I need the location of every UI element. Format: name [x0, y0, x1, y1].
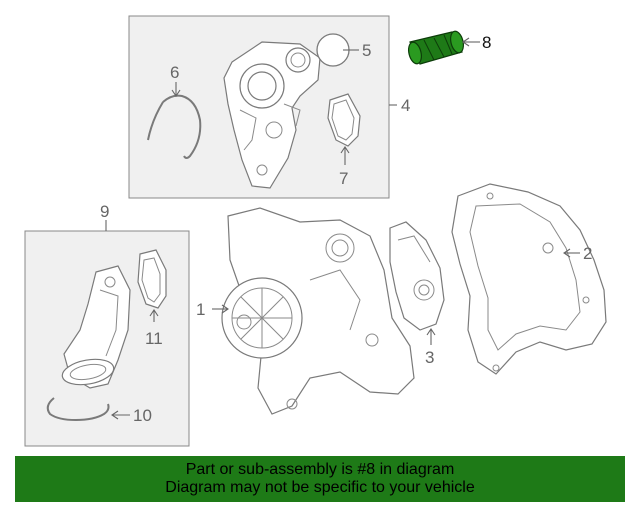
- callout-1: 1: [196, 300, 205, 319]
- callout-3: 3: [425, 348, 434, 367]
- callout-5: 5: [362, 41, 371, 60]
- callout-10: 10: [133, 406, 152, 425]
- cover-gasket-2-drawing: [451, 183, 607, 375]
- thermostat-housing-drawing: [223, 41, 321, 189]
- gasket-11-drawing: [137, 249, 167, 309]
- seal-10-drawing: [46, 397, 110, 422]
- callout-6: 6: [170, 63, 179, 82]
- banner-line-2: Diagram may not be specific to your vehi…: [165, 479, 475, 496]
- hose-8-drawing: [407, 30, 465, 65]
- outlet-housing-drawing: [61, 265, 131, 389]
- callout-8: 8: [482, 33, 491, 52]
- gasket-7-drawing: [327, 93, 361, 147]
- callout-7: 7: [339, 169, 348, 188]
- callout-11: 11: [145, 329, 163, 348]
- info-banner: Part or sub-assembly is #8 in diagram Di…: [15, 456, 625, 502]
- callout-4: 4: [401, 96, 410, 115]
- callout-2: 2: [583, 244, 592, 263]
- banner-line-1: Part or sub-assembly is #8 in diagram: [185, 461, 455, 478]
- cover-plate-3-drawing: [389, 221, 445, 331]
- water-pump-1-drawing: [221, 207, 415, 415]
- parts-diagram: 5 7 6 4 8 2 3: [24, 15, 607, 447]
- callout-9: 9: [100, 202, 109, 221]
